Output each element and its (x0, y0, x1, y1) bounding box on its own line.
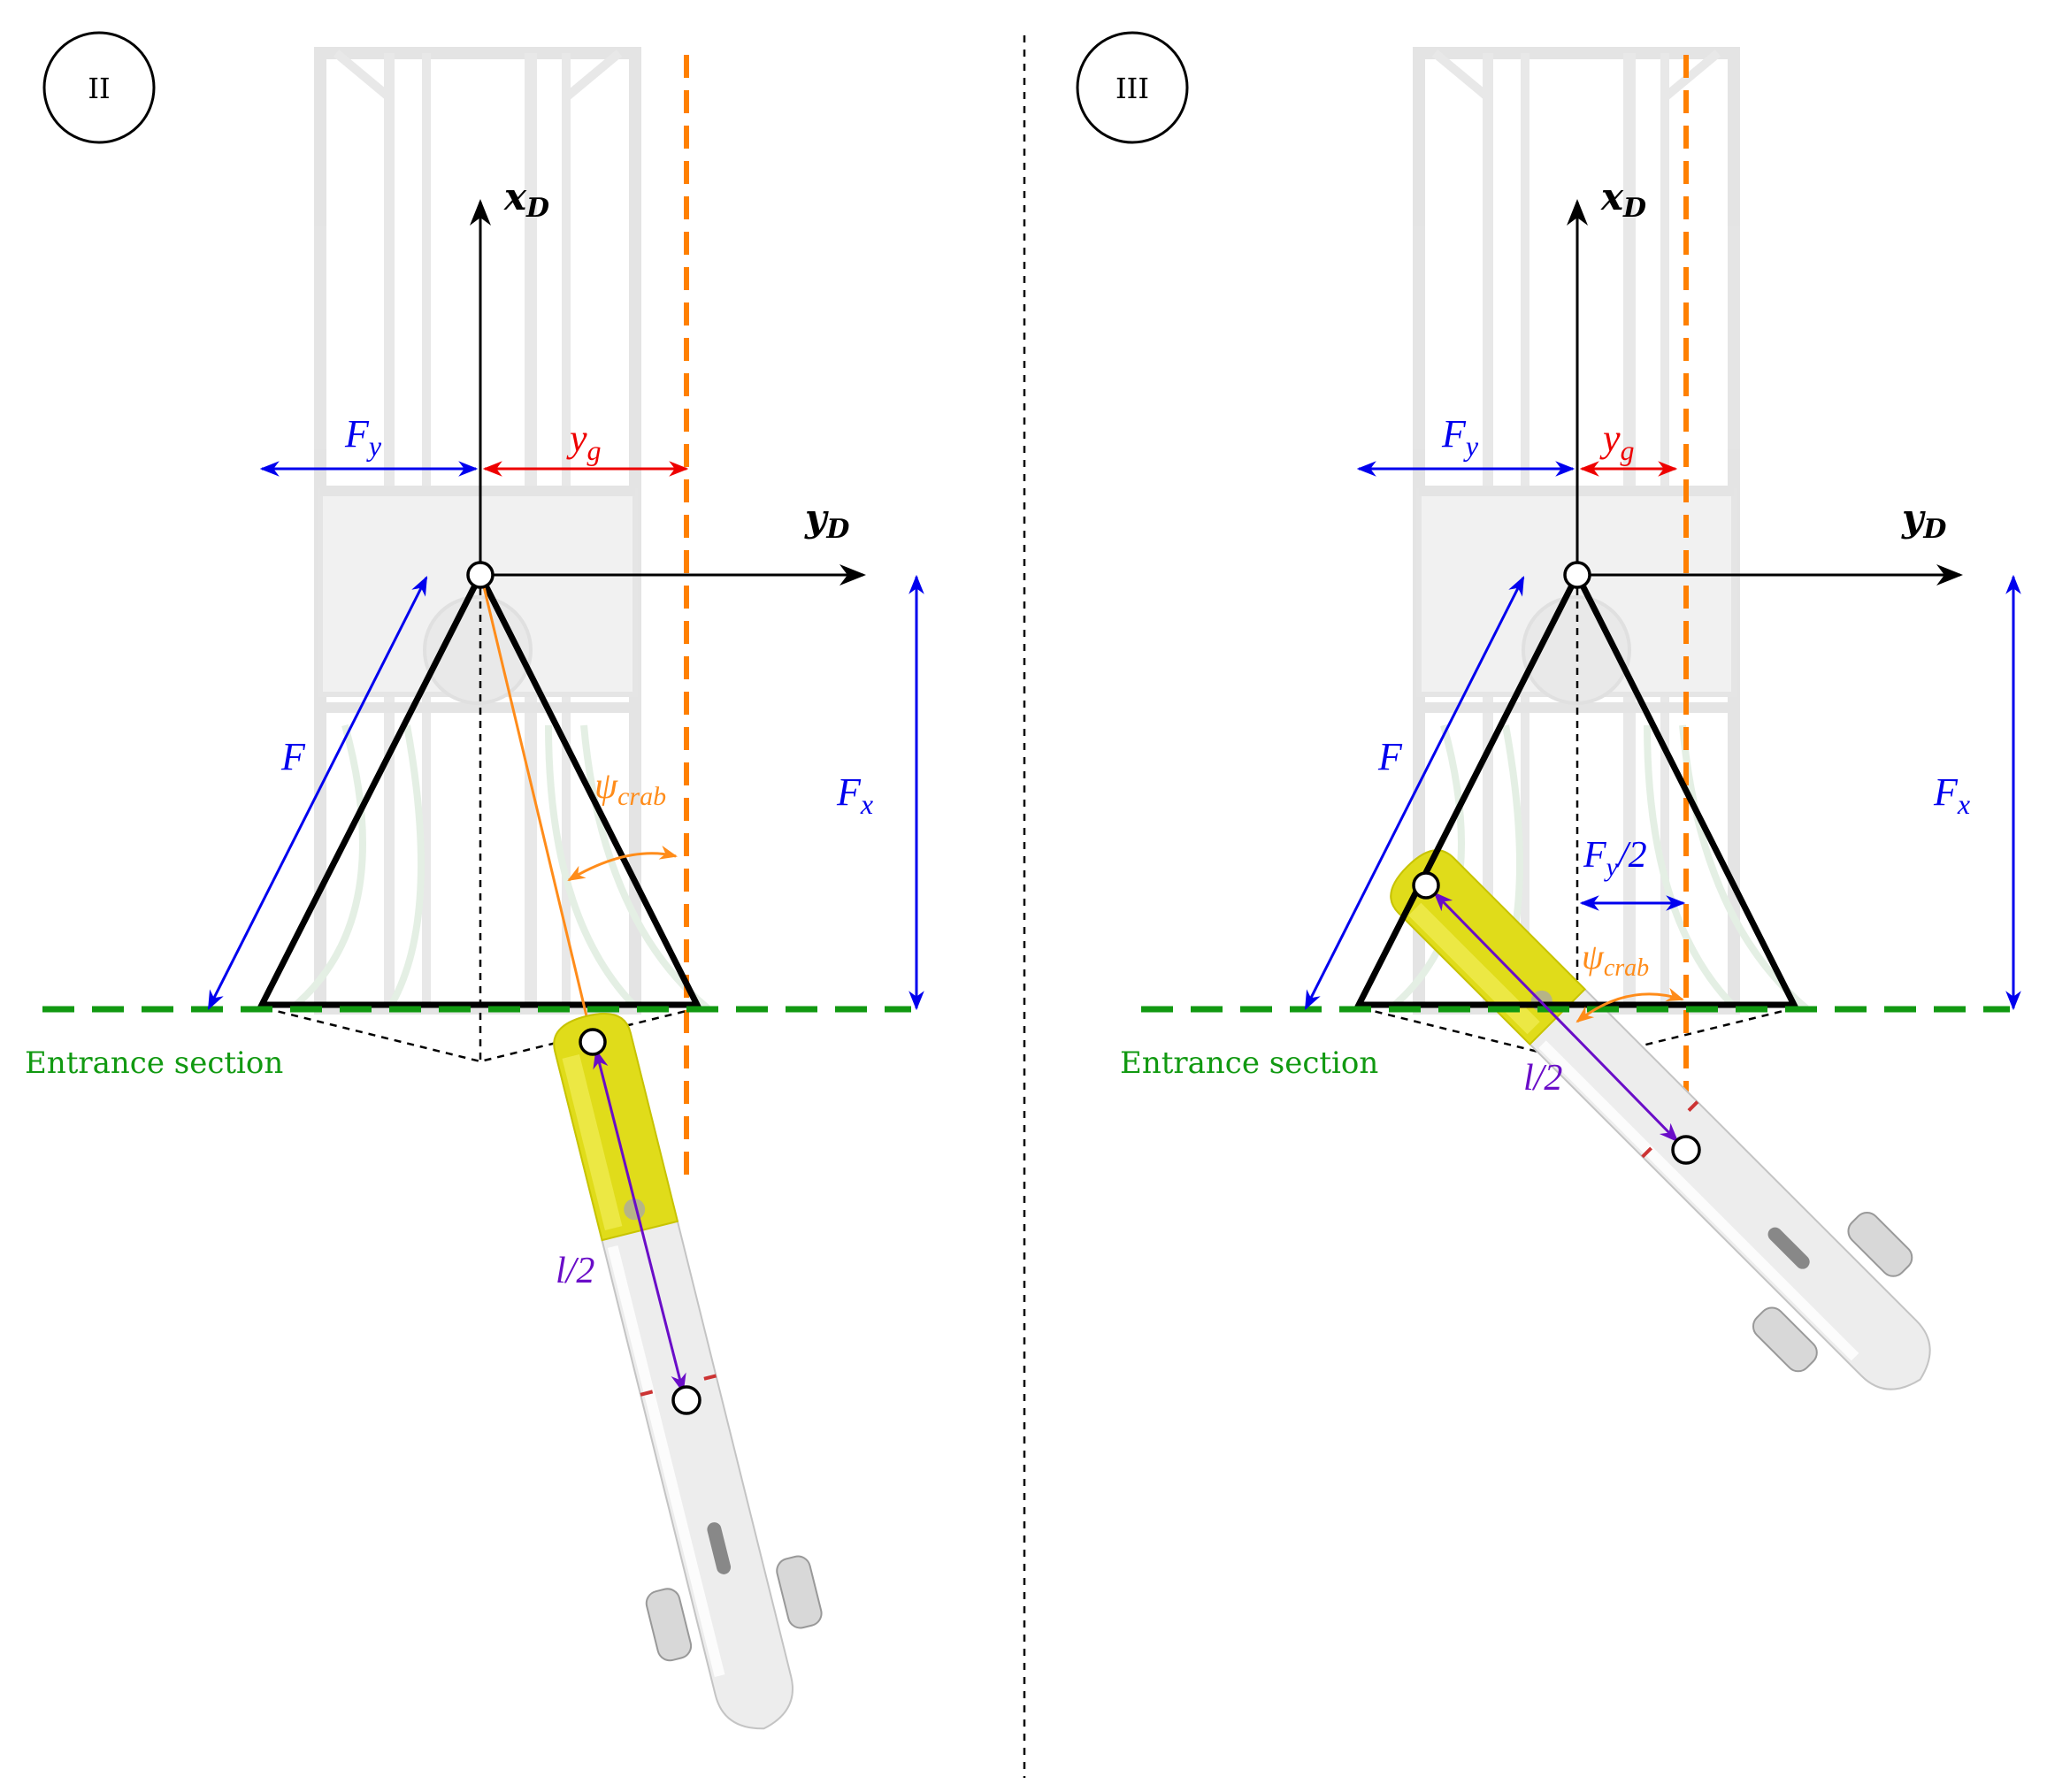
panel-ii: II Entrance section xD yD Fy yg F Fx ψcr… (25, 31, 924, 1730)
axis-x-label: xD (1600, 175, 1646, 224)
f-dimension-arrow (1304, 576, 1525, 1010)
psi-crab-label: ψcrab (1582, 937, 1649, 982)
panel-label-circle (42, 31, 156, 144)
psi-crab-label: ψcrab (594, 766, 666, 811)
panel-label-circle (1076, 31, 1189, 144)
nose-point (1412, 871, 1440, 900)
yg-label: yg (566, 417, 602, 466)
panel-label: II (88, 72, 110, 105)
psi-crab-arc (567, 846, 678, 882)
half-length-label: l/2 (556, 1251, 594, 1291)
half-length-arrow (1433, 892, 1679, 1143)
fx-label: Fx (1933, 770, 1970, 820)
apex-point (1563, 561, 1591, 589)
axis-x-label: xD (503, 175, 549, 224)
fy-label: Fy (344, 412, 382, 462)
axis-y-label: yD (804, 496, 849, 545)
center-point (671, 1385, 702, 1415)
docking-frame (289, 47, 710, 1015)
axis-y-label: yD (1901, 496, 1946, 545)
f-label: F (1377, 735, 1403, 778)
crab-heading-line (480, 578, 594, 1043)
center-point (1671, 1135, 1701, 1165)
entrance-section-label: Entrance section (25, 1045, 283, 1081)
fy-half-label: Fy/2 (1583, 835, 1647, 882)
entrance-section-label: Entrance section (1120, 1045, 1378, 1081)
f-dimension-arrow (207, 576, 428, 1010)
f-label: F (280, 735, 306, 778)
yg-label: yg (1599, 417, 1635, 466)
half-length-label: l/2 (1523, 1058, 1562, 1099)
fx-label: Fx (836, 770, 873, 820)
panel-iii: III Entrance section xD yD Fy yg (1076, 31, 2021, 1390)
panel-label: III (1116, 72, 1149, 105)
nose-point (579, 1028, 607, 1056)
half-length-arrow (593, 1048, 686, 1394)
auv-vehicle (553, 1013, 823, 1730)
apex-point (466, 561, 494, 589)
fy-label: Fy (1441, 412, 1479, 462)
